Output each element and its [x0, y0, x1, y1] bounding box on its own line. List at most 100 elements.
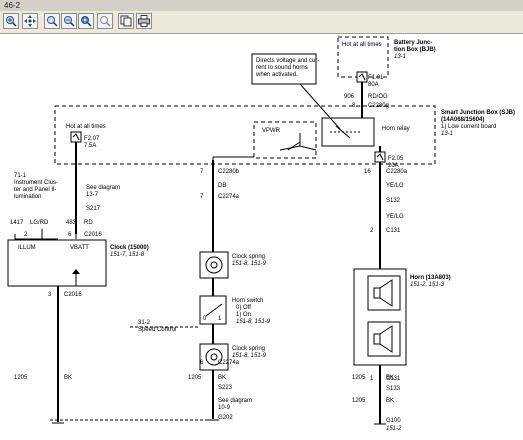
conn-c131-top: C131 [386, 228, 401, 234]
clock-spring-1 [199, 251, 229, 279]
print-button[interactable] [136, 13, 152, 29]
horn-ref: 151-2, 151-3 [410, 282, 445, 288]
wire-bk-a: BK [64, 375, 72, 381]
sjb-box [54, 105, 436, 165]
horn-relay-box [321, 117, 375, 147]
horn-relay-label: Horn relay [382, 126, 410, 132]
ref71-3: ter and Panel Il- [14, 187, 56, 193]
conn-c2016-bot: C2016 [64, 292, 82, 298]
bjb-fuse-amp: 80A [368, 82, 379, 88]
pin-2-horn: 2 [370, 228, 374, 234]
wire-rdog: RD/OG [368, 94, 388, 100]
bjb-hot-label: Hot at all times [342, 42, 382, 48]
hornswitch-ref: 151-8, 151-9 [236, 319, 271, 325]
wire-db: DB [218, 183, 226, 189]
note-line-2: rent to sound horns [256, 65, 308, 71]
conn-c131-bot: C131 [386, 376, 401, 382]
zoom-in-icon [6, 16, 17, 27]
clock-vbatt: VBATT [70, 245, 89, 251]
wire-yelg-2: YE/LG [386, 214, 404, 220]
diag137-2: 13-7 [86, 192, 99, 198]
copy-icon [120, 15, 132, 27]
diagram-canvas: Hot at all times F1.01 80A Battery Junc-… [0, 34, 523, 435]
vpwr-label: VPWR [262, 128, 281, 134]
clock-spring-2 [199, 343, 229, 371]
switch-pin-1: 1 [218, 316, 222, 322]
ground-g202: G202 [218, 415, 233, 421]
clock-ref: 151-7, 151-8 [110, 252, 145, 258]
sjb-title-1: Smart Junction Box (SJB) [441, 110, 515, 116]
conn-c2274a-bot: C2274a [218, 360, 240, 366]
bjb-title-1: Battery Junc- [394, 40, 432, 46]
diag137-1: See diagram [86, 185, 120, 191]
zoom-region-icon [47, 16, 58, 27]
conn-c2280g: C2280g [368, 103, 389, 109]
conn-c2274a-top: C2274a [218, 194, 240, 200]
splice-s223: S223 [218, 385, 233, 391]
clock-box [7, 239, 107, 287]
pin-16: 16 [364, 169, 371, 175]
hornswitch-on: 1) On [236, 312, 251, 318]
pan-button[interactable] [22, 13, 38, 29]
pin-1-horn: 1 [370, 376, 374, 382]
wire-lgrd: LG/RD [30, 220, 49, 226]
zoom-in-button[interactable] [3, 13, 19, 29]
toolbar [0, 11, 523, 34]
bjb-fuse-label: F1.01 [368, 75, 384, 81]
zoom-out-button[interactable] [61, 13, 77, 29]
note-line-3: when activated. [255, 72, 298, 78]
splice-s132: S132 [386, 198, 401, 204]
clock-title: Clock (15000) [110, 245, 149, 251]
conn-c2016-top: C2016 [84, 232, 102, 238]
fuse-f207-amp: 7.5A [84, 143, 96, 149]
splice-s217: S217 [86, 206, 101, 212]
clockspring1-title: Clock spring [232, 254, 265, 260]
clockspring2-ref: 151-8, 151-9 [232, 353, 267, 359]
pin-7-top: 7 [200, 169, 204, 175]
zoom-fit-button[interactable] [78, 13, 94, 29]
horn-title: Horn (13A803) [410, 275, 451, 281]
window-title: 46-2 [4, 1, 21, 10]
pin-3-clock: 3 [48, 292, 52, 298]
sjb-hot-label: Hot at all times [66, 124, 106, 130]
ground-g100: G100 [386, 418, 401, 424]
wire-bk-c: BK [386, 375, 394, 381]
wire-1205-d: 1205 [352, 398, 366, 404]
fuse-f205-amp: 20A [388, 163, 399, 169]
hornswitch-title: Horn switch [232, 298, 263, 304]
note-line-1: Directs voltage and cur- [256, 58, 319, 64]
pan-icon [24, 15, 36, 27]
conn-c2280a: C2280a [386, 169, 408, 175]
ref71-4: lumination [14, 194, 41, 200]
pin-7-c2274a: 7 [200, 194, 204, 200]
sjb-title-3: 1) Low current board [441, 124, 496, 130]
print-icon [138, 15, 150, 27]
search-button[interactable] [97, 13, 113, 29]
horn-switch-box [199, 295, 227, 325]
bjb-ref: 13-1 [394, 54, 406, 60]
clockspring1-ref: 151-8, 151-9 [232, 261, 267, 267]
wire-rd: RD [84, 220, 93, 226]
splice-s133: S133 [386, 386, 401, 392]
ref71-2: Instrument Clus- [14, 180, 58, 186]
zoom-fit-icon [81, 16, 92, 27]
search-icon [100, 16, 111, 27]
conn-c2280b: C2280b [218, 169, 240, 175]
wire-906: 906 [344, 94, 355, 100]
pin-8: 8 [352, 103, 356, 109]
diag109-2: 10-9 [218, 405, 231, 411]
bjb-title-2: tion Box (BJB) [394, 47, 436, 53]
fuse-f205: F2.05 [388, 156, 404, 162]
wire-bk-b: BK [218, 375, 226, 381]
hornswitch-off: 0) Off [236, 305, 251, 311]
clockspring2-title: Clock spring [232, 346, 265, 352]
wire-1205-b: 1205 [188, 375, 202, 381]
wire-bk-d: BK [386, 398, 394, 404]
pin-6-clock: 6 [68, 232, 72, 238]
zoom-region-button[interactable] [44, 13, 60, 29]
diag109-1: See diagram [218, 398, 252, 404]
copy-button[interactable] [118, 13, 134, 29]
wire-1205-a: 1205 [14, 375, 28, 381]
wiring-diagram: Hot at all times F1.01 80A Battery Junc-… [7, 36, 515, 432]
ground-g100-ref: 151-2 [386, 426, 402, 432]
